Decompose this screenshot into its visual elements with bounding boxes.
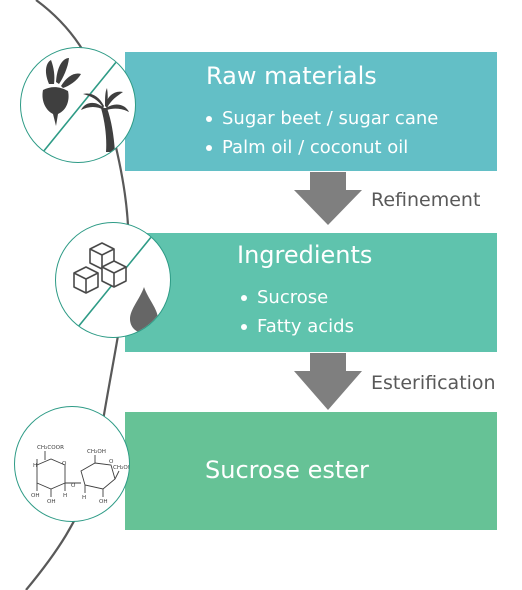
molecule-label: H [63,493,67,499]
sucrose-ester-title: Sucrose ester [205,456,369,484]
molecule-label: H [33,463,37,469]
molecule-label: CH₂COOR [37,445,64,451]
down-arrow [294,353,362,410]
ingredients-title: Ingredients [237,241,373,269]
molecule-label: OH [99,499,108,505]
molecule-label: H [82,495,86,501]
raw-materials-icon-circle [20,47,136,163]
molecule-label: CH₂OH [113,465,130,471]
molecule-label: O [62,461,67,467]
ingredients-box: Ingredients Sucrose Fatty acids [125,233,497,352]
oil-drop-icon [130,287,158,333]
sucrose-ester-structure-icon: CH₂COOR O H OH OH H O CH₂OH O CH₂OH OH H [31,445,130,505]
sugar-beet-icon [42,58,81,126]
sucrose-ester-icon-circle: CH₂COOR O H OH OH H O CH₂OH O CH₂OH OH H [14,406,130,522]
molecule-label: CH₂OH [87,449,106,455]
down-arrow [294,172,362,225]
bullet-item: Fatty acids [241,312,354,341]
bullet-item: Sucrose [241,283,354,312]
molecule-label: OH [47,499,56,505]
molecule-label: O [109,459,114,465]
bullet-item: Palm oil / coconut oil [206,133,438,162]
bullet-item: Sugar beet / sugar cane [206,104,438,133]
molecule-label: OH [31,493,40,499]
palm-tree-icon [81,88,129,152]
raw-materials-title: Raw materials [206,62,377,90]
molecule-label: O [71,483,76,489]
ingredients-icon-circle [55,222,171,338]
sucrose-ester-box: Sucrose ester [125,412,497,530]
esterification-label: Esterification [371,372,496,394]
sugar-cubes-icon [73,242,127,294]
refinement-label: Refinement [371,189,481,211]
raw-materials-box: Raw materials Sugar beet / sugar cane Pa… [125,52,497,171]
